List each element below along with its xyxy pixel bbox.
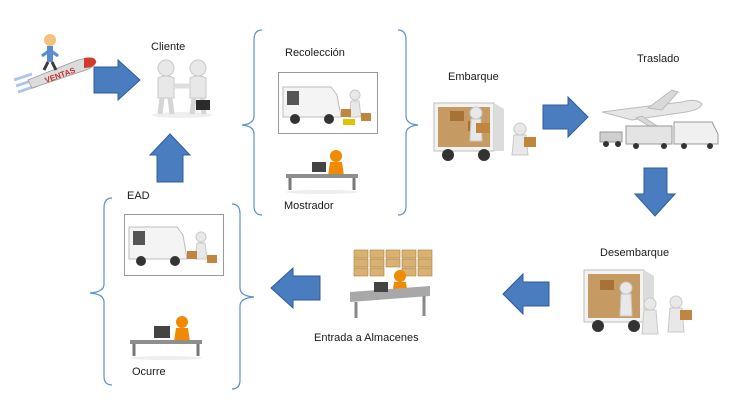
arrow-down-icon xyxy=(633,167,677,217)
arrow-right-icon xyxy=(542,95,589,139)
truck-unloading-icon xyxy=(578,262,698,342)
arrow-left-icon xyxy=(502,272,550,316)
label-desembarque: Desembarque xyxy=(600,247,670,259)
right-brace xyxy=(397,29,419,216)
plane-trucks-icon xyxy=(592,86,722,150)
warehouse-boxes-icon xyxy=(346,246,446,326)
label-entrada-almacenes: Entrada a Almacenes xyxy=(314,332,419,344)
arrow-left-icon xyxy=(270,266,321,310)
label-traslado: Traslado xyxy=(637,53,680,65)
counter-worker-icon xyxy=(282,146,362,194)
rocket-icon: VENTAS xyxy=(14,30,98,96)
left-brace xyxy=(241,29,263,216)
label-ocurre: Ocurre xyxy=(132,366,166,378)
label-recoleccion: Recolección xyxy=(285,47,345,59)
van-pickup-icon xyxy=(278,72,378,134)
label-cliente: Cliente xyxy=(151,41,186,53)
van-delivery-icon xyxy=(124,214,224,276)
office-desk-icon xyxy=(126,312,206,360)
handshake-icon xyxy=(148,58,216,118)
left-brace xyxy=(89,197,113,386)
arrow-right-icon xyxy=(93,58,141,102)
right-brace xyxy=(231,203,255,390)
label-ead: EAD xyxy=(127,190,150,202)
label-mostrador: Mostrador xyxy=(284,200,334,212)
arrow-up-icon xyxy=(148,133,192,183)
label-embarque: Embarque xyxy=(448,71,499,83)
truck-loading-icon xyxy=(428,95,540,167)
